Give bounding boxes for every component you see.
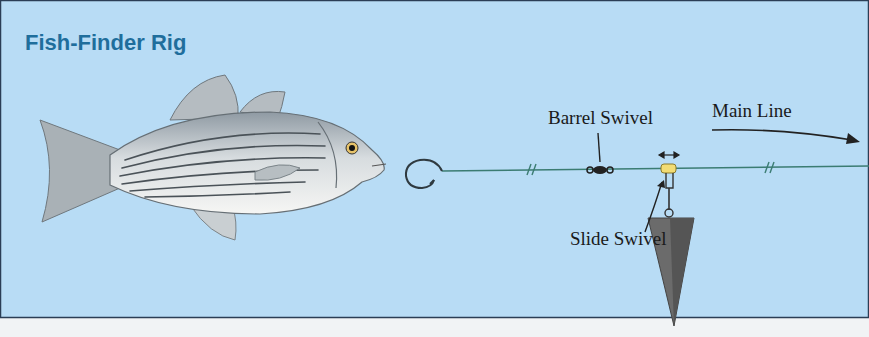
leader-head bbox=[657, 180, 665, 188]
water-ground bbox=[0, 0, 869, 318]
sinker-shade bbox=[670, 218, 694, 326]
part-label: Slide Swivel bbox=[570, 228, 667, 250]
part-label: Main Line bbox=[712, 100, 792, 122]
slide-arrow bbox=[659, 152, 679, 158]
main-line-arrow bbox=[712, 130, 852, 140]
main-line-arrow-head bbox=[846, 133, 860, 144]
leader-line bbox=[645, 182, 662, 232]
diagram-title: Fish-Finder Rig bbox=[25, 30, 186, 56]
part-label: Barrel Swivel bbox=[548, 107, 653, 129]
striped-bass bbox=[40, 75, 386, 240]
frame bbox=[1, 1, 869, 318]
barrel-swivel bbox=[587, 166, 613, 174]
line-break-marks bbox=[527, 162, 774, 175]
slide-swivel bbox=[661, 164, 676, 217]
fishing-line bbox=[406, 160, 869, 188]
leader-line bbox=[598, 133, 600, 162]
